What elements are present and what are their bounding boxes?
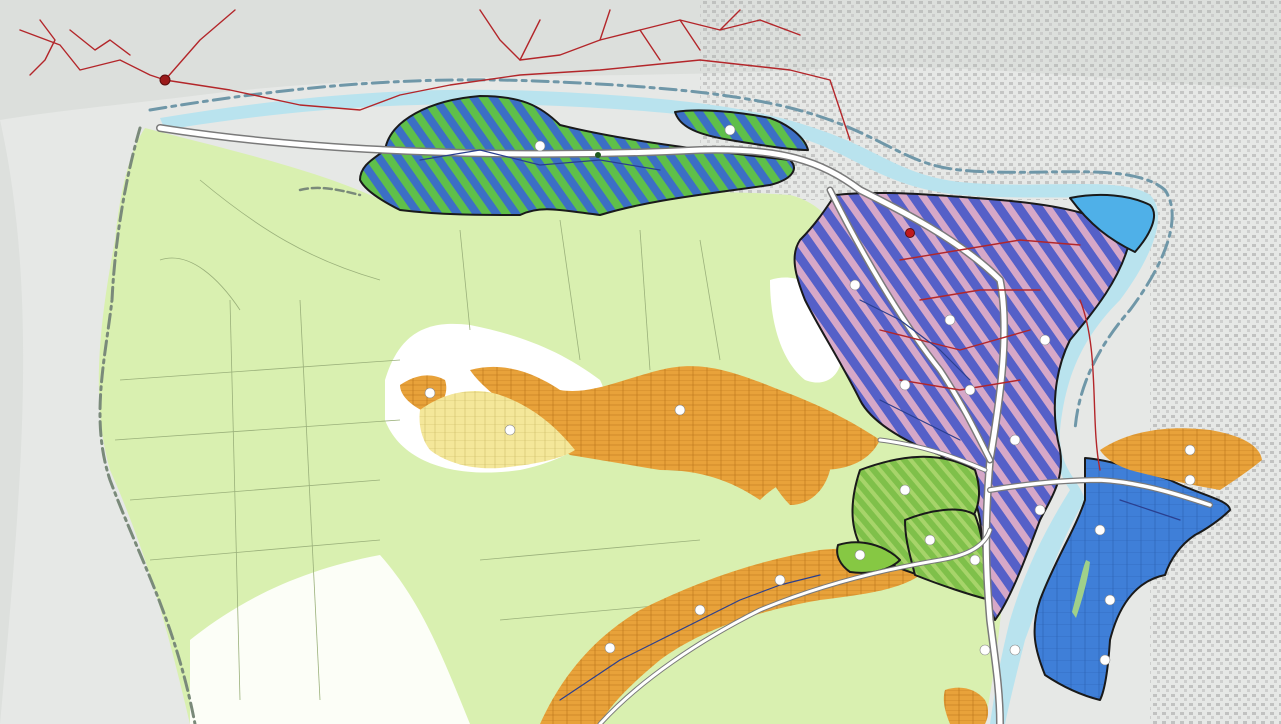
node-markers <box>424 124 1196 666</box>
zone-southwest-orange[interactable] <box>540 548 920 724</box>
municipal-boundary <box>98 126 197 724</box>
hillshade-west <box>0 120 24 724</box>
river-border <box>148 78 1174 432</box>
zone-south-orange[interactable] <box>943 687 989 724</box>
zone-east-orange[interactable] <box>1100 428 1262 490</box>
zone-southeast-blue[interactable] <box>1033 457 1231 701</box>
municipal-boundary-north <box>298 186 362 197</box>
zone-central-orange-south[interactable] <box>760 448 830 505</box>
pumping-station-icon[interactable] <box>159 74 171 86</box>
zone-north-east-hatched[interactable] <box>674 109 809 151</box>
zone-central-yellow[interactable] <box>419 390 575 469</box>
zone-southeast-green-strip <box>1072 560 1090 618</box>
forest-patch-south <box>190 555 470 724</box>
parcel-lines <box>114 179 721 701</box>
pumping-station-icon[interactable] <box>595 152 601 158</box>
sewer-network-red <box>19 9 1101 471</box>
sewer-network-blue <box>419 149 1181 701</box>
pumping-station-icon[interactable] <box>905 228 915 238</box>
road-network <box>156 124 1213 724</box>
zone-east-cyan-hatched[interactable] <box>1069 193 1155 253</box>
